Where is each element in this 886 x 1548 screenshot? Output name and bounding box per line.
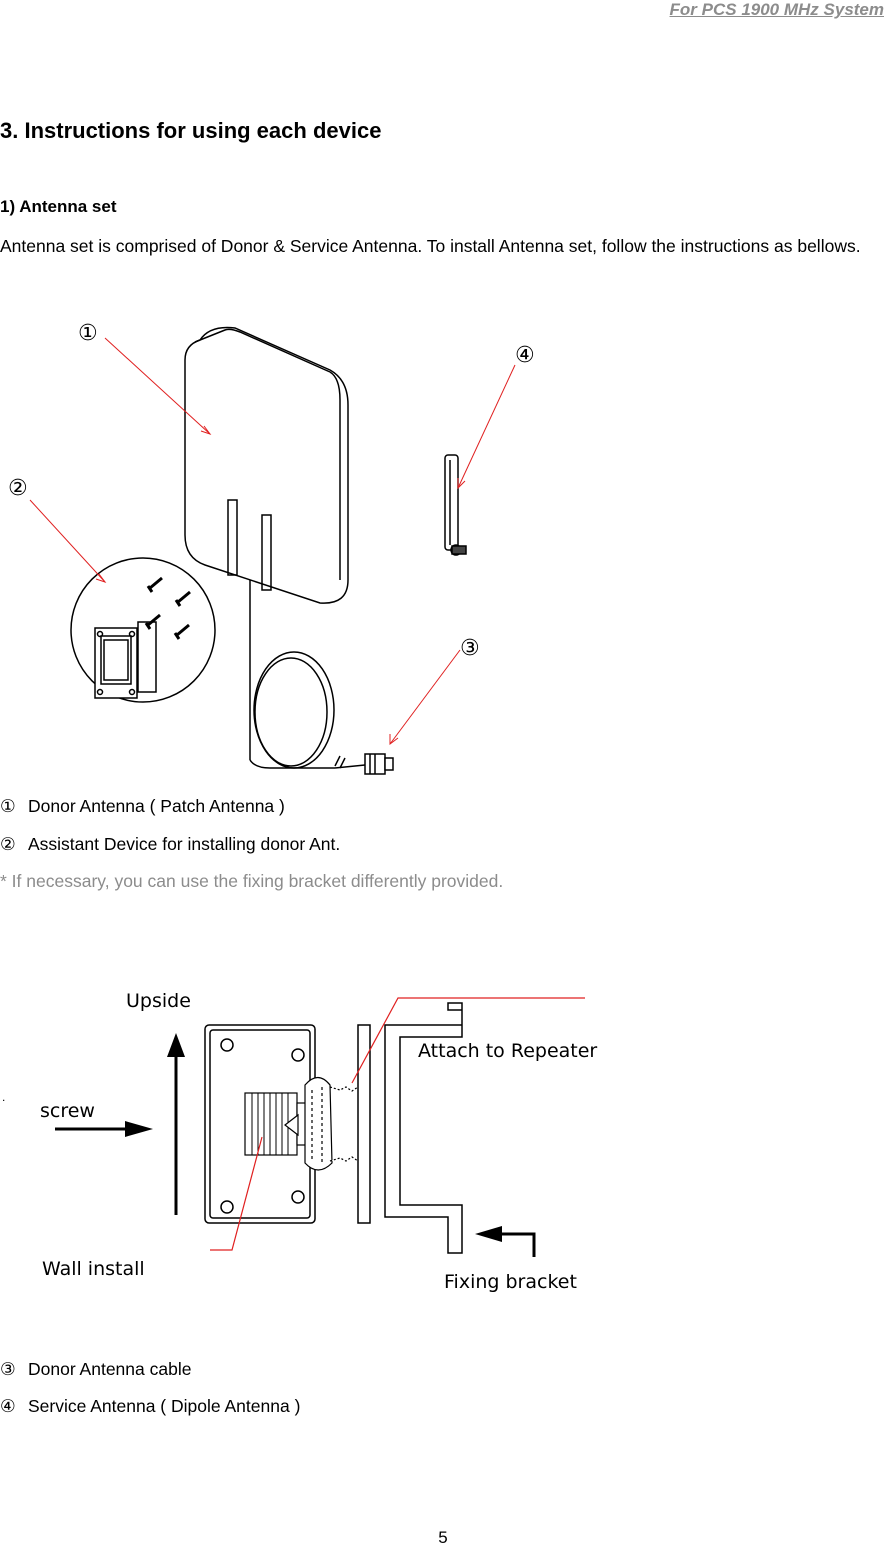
fixing-bracket-drawing (384, 1002, 463, 1254)
stray-dot: . (2, 1090, 6, 1104)
connector-drawing (244, 1076, 359, 1171)
subsection-title: 1) Antenna set (0, 197, 117, 216)
repeater-wall-drawing (357, 1024, 371, 1224)
wall-install-label: Wall install (42, 1258, 145, 1280)
upside-label: Upside (126, 990, 191, 1012)
section-title: 3. Instructions for using each device (0, 118, 382, 143)
assistant-device-drawing (70, 557, 216, 703)
header-note: For PCS 1900 MHz System (669, 0, 884, 19)
attach-to-repeater-label: Attach to Repeater (418, 1040, 597, 1062)
fixing-bracket-note: * If necessary, you can use the fixing b… (0, 871, 504, 891)
upside-arrow (167, 1033, 185, 1215)
callout-4: ④ (515, 343, 535, 368)
callout-3: ③ (460, 636, 480, 661)
screw-arrow (55, 1121, 153, 1137)
intro-paragraph: Antenna set is comprised of Donor & Serv… (0, 236, 861, 256)
patch-antenna-drawing (184, 326, 394, 775)
dipole-antenna-drawing (444, 454, 467, 556)
screw-label: screw (40, 1100, 95, 1122)
callout-2: ② (8, 476, 28, 501)
callout-1: ① (78, 321, 98, 346)
fixing-bracket-arrow (475, 1226, 536, 1257)
page-number: 5 (438, 1528, 448, 1547)
antenna-set-figure: ① ② ③ ④ (8, 321, 535, 775)
mounting-figure: Upside screw Attach to Repeater Wall ins… (40, 990, 597, 1293)
fixing-bracket-label: Fixing bracket (444, 1271, 577, 1293)
